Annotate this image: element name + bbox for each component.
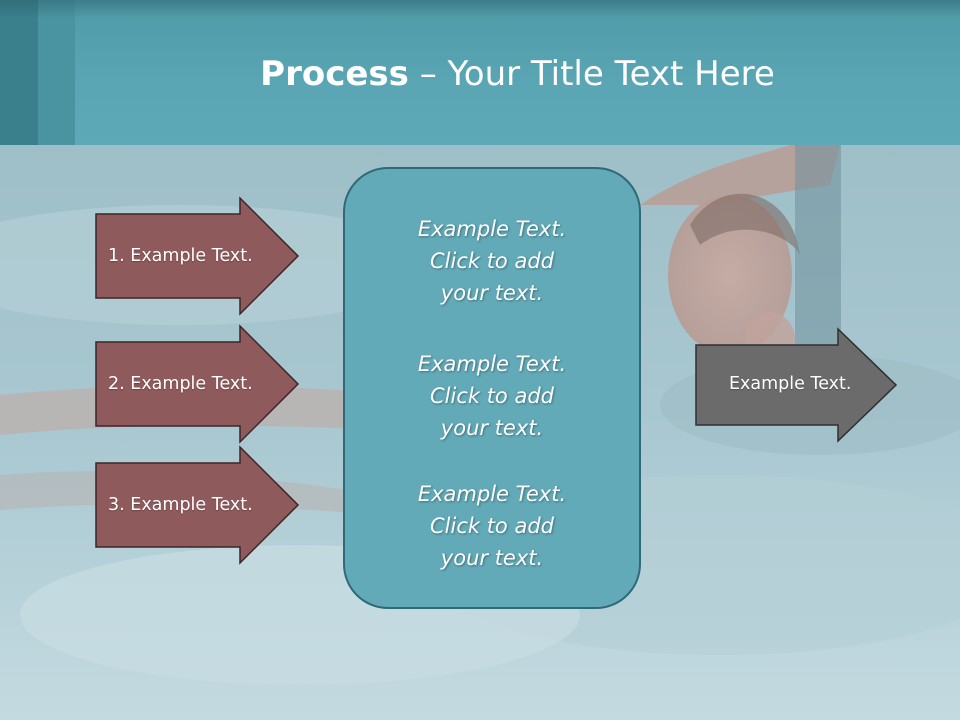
header-accent-bar-dark xyxy=(0,0,38,145)
left-arrow-1-shape[interactable] xyxy=(95,196,300,316)
left-arrow-1-label: 1. Example Text. xyxy=(108,246,253,266)
title-rest: Your Title Text Here xyxy=(447,54,775,94)
center-block-3-line-1: Example Text. xyxy=(417,482,567,506)
header-accent-bar-light xyxy=(38,0,75,145)
center-block-2-line-2: Click to add xyxy=(429,384,554,408)
center-block-2-line-1: Example Text. xyxy=(417,352,567,376)
center-block-3-line-3: your text. xyxy=(440,546,544,570)
center-block-1-line-1: Example Text. xyxy=(417,217,567,241)
left-arrow-3-label: 3. Example Text. xyxy=(108,495,253,515)
header-band xyxy=(0,0,960,145)
center-text-block-2[interactable]: Example Text. Click to add your text. xyxy=(344,348,640,444)
left-arrow-2-shape[interactable] xyxy=(95,324,300,444)
center-text-block-3[interactable]: Example Text. Click to add your text. xyxy=(344,478,640,574)
header-top-shade xyxy=(0,0,960,18)
right-arrow-shape[interactable] xyxy=(695,327,898,443)
title-bold-part: Process xyxy=(260,54,409,94)
title-separator: – xyxy=(408,54,448,94)
center-box-shape[interactable] xyxy=(343,167,641,609)
center-block-1-line-3: your text. xyxy=(440,281,544,305)
center-block-3-line-2: Click to add xyxy=(429,514,554,538)
slide-title[interactable]: Process – Your Title Text Here xyxy=(75,52,960,96)
right-arrow-label: Example Text. xyxy=(729,374,852,394)
center-block-2-line-3: your text. xyxy=(440,416,544,440)
left-arrow-3-shape[interactable] xyxy=(95,445,300,565)
center-text-block-1[interactable]: Example Text. Click to add your text. xyxy=(344,213,640,309)
center-block-1-line-2: Click to add xyxy=(429,249,554,273)
left-arrow-2-label: 2. Example Text. xyxy=(108,374,253,394)
